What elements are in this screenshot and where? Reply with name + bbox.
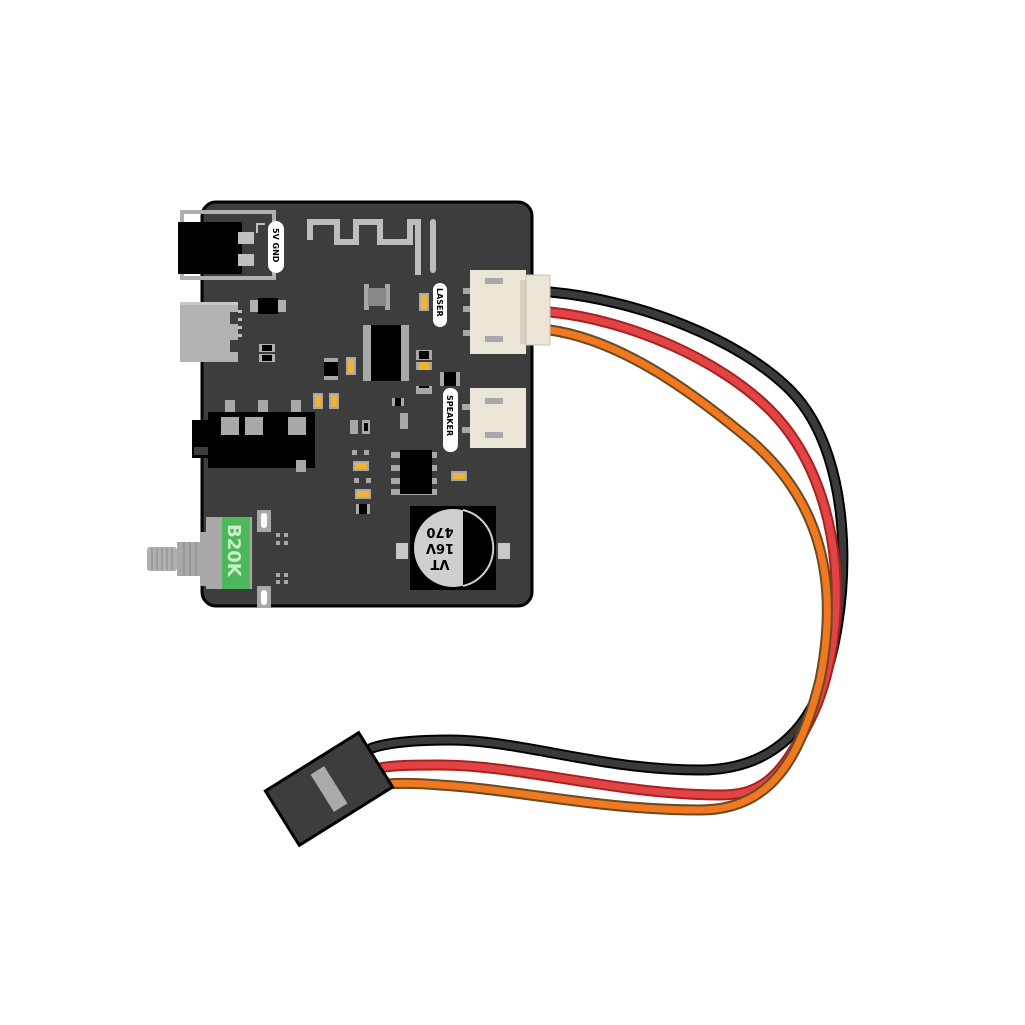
- smd-components: [313, 350, 467, 514]
- plug-latch: [310, 766, 348, 812]
- tactile-button[interactable]: [364, 284, 390, 310]
- electrolytic-capacitor: VT 16V 470: [396, 506, 510, 590]
- speaker-label-text: SPEAKER: [445, 395, 454, 436]
- amplifier-ic: [391, 450, 437, 495]
- potentiometer[interactable]: B20K: [147, 517, 252, 589]
- cable: [366, 286, 849, 816]
- audio-jack[interactable]: [192, 400, 315, 472]
- smd-led: [419, 293, 429, 311]
- smd-resistor-pair: [259, 344, 275, 362]
- wifi-antenna-trace: [307, 219, 436, 275]
- capacitor-label-line1: VT: [430, 556, 449, 571]
- speaker-label: SPEAKER: [443, 388, 458, 452]
- capacitor-label-line2: 16V: [426, 540, 454, 555]
- cable-plug[interactable]: [263, 730, 395, 848]
- usb-c-port[interactable]: [180, 302, 242, 362]
- power-label: 5V GND: [268, 221, 284, 273]
- laser-label: LASER: [433, 283, 447, 327]
- smd-diode: [250, 298, 286, 314]
- speaker-connector[interactable]: [462, 388, 526, 448]
- potentiometer-label: B20K: [223, 524, 244, 578]
- capacitor-label-line3: 470: [426, 524, 453, 539]
- main-ic: [363, 325, 409, 381]
- mounting-slots: [257, 510, 288, 608]
- laser-label-text: LASER: [435, 288, 444, 317]
- power-label-text: 5V GND: [271, 228, 280, 263]
- laser-connector[interactable]: [463, 270, 551, 354]
